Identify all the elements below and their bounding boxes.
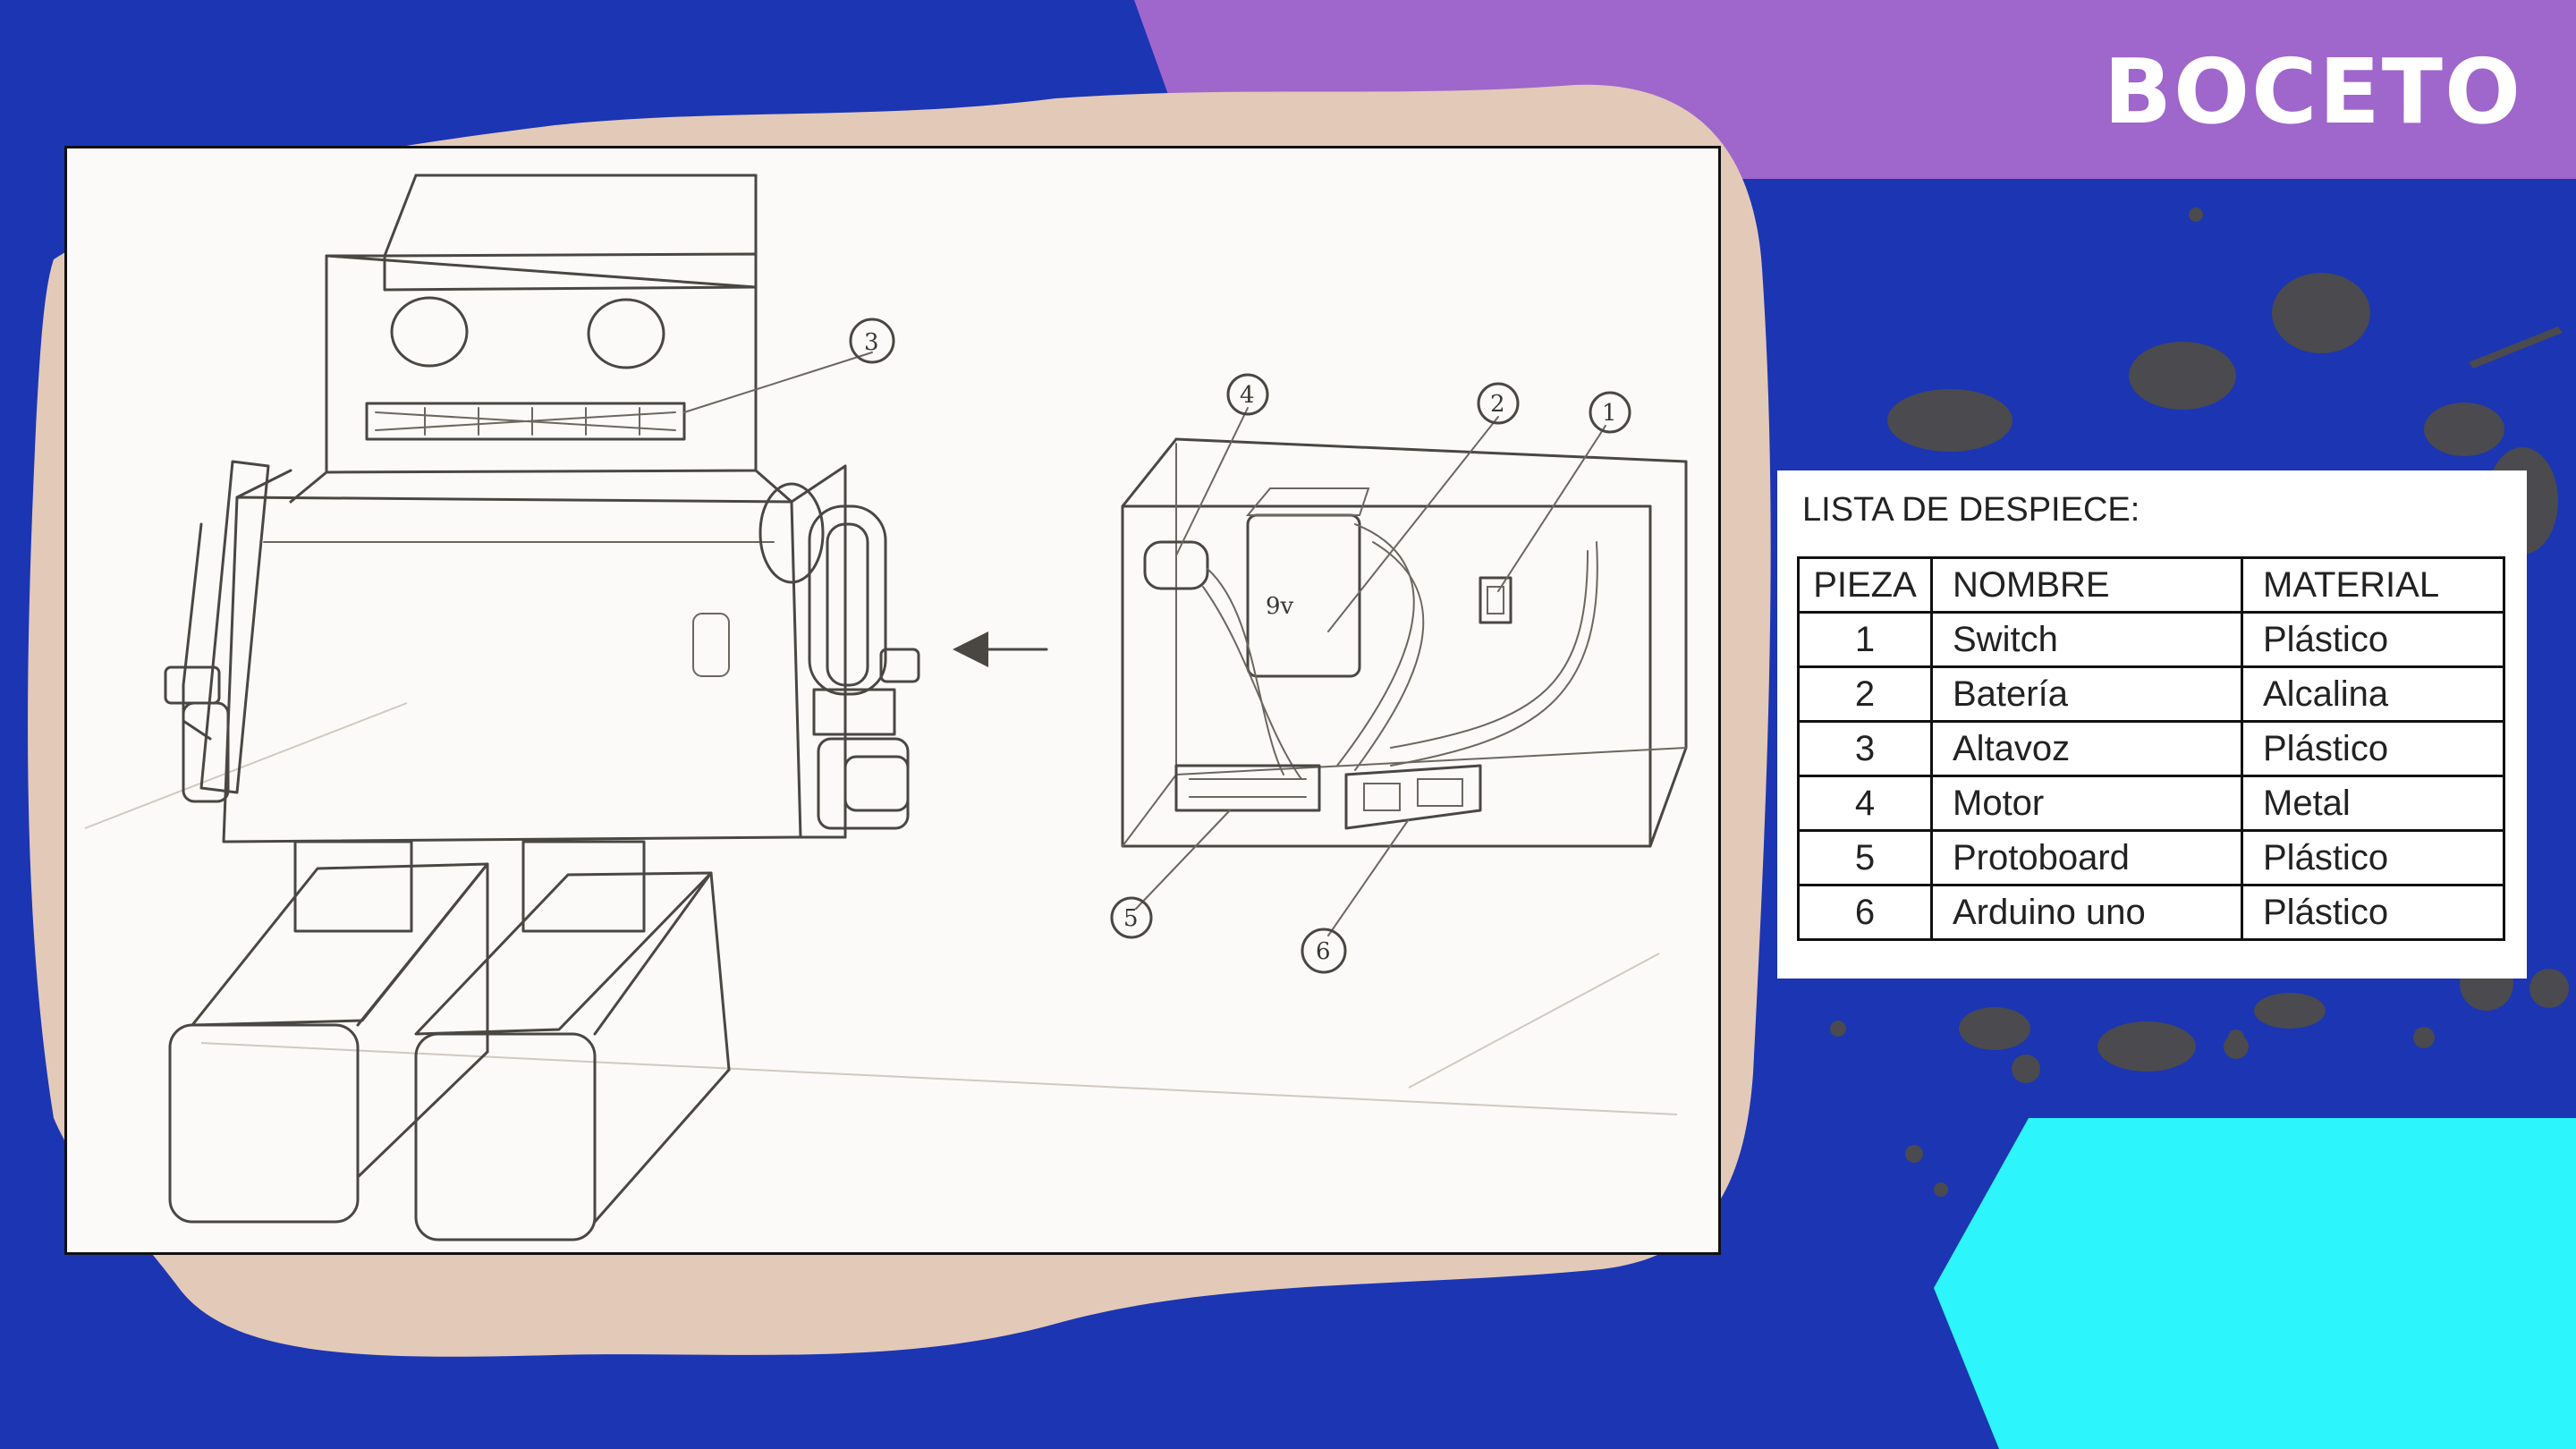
robot-legs [170,842,729,1240]
callout-4: 4 [1176,375,1267,555]
cell-pieza: 5 [1799,831,1932,886]
cell-pieza: 1 [1799,613,1932,667]
cell-nombre: Arduino uno [1932,886,2242,940]
battery-label: 9v [1266,593,1294,620]
robot-head [291,175,792,502]
svg-text:2: 2 [1490,391,1505,418]
robot-body [224,466,845,842]
arduino-part [1346,766,1480,828]
cell-nombre: Motor [1932,776,2242,831]
cell-material: Plástico [2242,722,2504,776]
parts-table: PIEZA NOMBRE MATERIAL 1 Switch Plástico … [1797,556,2505,941]
column-header-material: MATERIAL [2242,558,2504,613]
cell-material: Plástico [2242,831,2504,886]
robot-sketch: 9v 3 4 [67,148,1718,1252]
cell-nombre: Protoboard [1932,831,2242,886]
components-box: 9v [1123,439,1686,846]
parts-list-heading: LISTA DE DESPIECE: [1802,483,2140,537]
cell-material: Alcalina [2242,667,2504,722]
cell-nombre: Switch [1932,613,2242,667]
right-eye [589,300,664,368]
table-row: 5 Protoboard Plástico [1799,831,2504,886]
left-eye [392,298,467,366]
svg-text:4: 4 [1240,382,1255,409]
callout-5: 5 [1112,810,1230,937]
battery-part [1248,515,1360,676]
page-title: BOCETO [2004,25,2522,159]
table-row: 2 Batería Alcalina [1799,667,2504,722]
table-row: 1 Switch Plástico [1799,613,2504,667]
callout-6: 6 [1302,819,1409,972]
table-row: 6 Arduino uno Plástico [1799,886,2504,940]
cell-pieza: 2 [1799,667,1932,722]
cyan-shape [1934,1118,2576,1449]
cell-pieza: 3 [1799,722,1932,776]
assembly-arrow [953,631,1046,667]
table-row: 3 Altavoz Plástico [1799,722,2504,776]
svg-text:6: 6 [1316,938,1331,965]
svg-text:1: 1 [1602,400,1617,427]
svg-text:3: 3 [864,329,879,356]
callout-1: 1 [1498,393,1630,591]
callout-3: 3 [684,319,894,412]
svg-text:5: 5 [1123,905,1139,932]
sketch-image: 9v 3 4 [64,146,1721,1255]
robot-right-arm [760,484,919,828]
robot-left-arm [165,462,268,801]
cell-pieza: 6 [1799,886,1932,940]
cell-material: Metal [2242,776,2504,831]
cell-material: Plástico [2242,886,2504,940]
column-header-nombre: NOMBRE [1932,558,2242,613]
cell-material: Plástico [2242,613,2504,667]
column-header-pieza: PIEZA [1799,558,1932,613]
switch-part [1480,578,1511,623]
parts-list-card: LISTA DE DESPIECE: PIEZA NOMBRE MATERIAL… [1777,470,2527,979]
cell-nombre: Batería [1932,667,2242,722]
table-row: 4 Motor Metal [1799,776,2504,831]
cell-pieza: 4 [1799,776,1932,831]
cell-nombre: Altavoz [1932,722,2242,776]
parts-table-header: PIEZA NOMBRE MATERIAL [1799,558,2504,613]
